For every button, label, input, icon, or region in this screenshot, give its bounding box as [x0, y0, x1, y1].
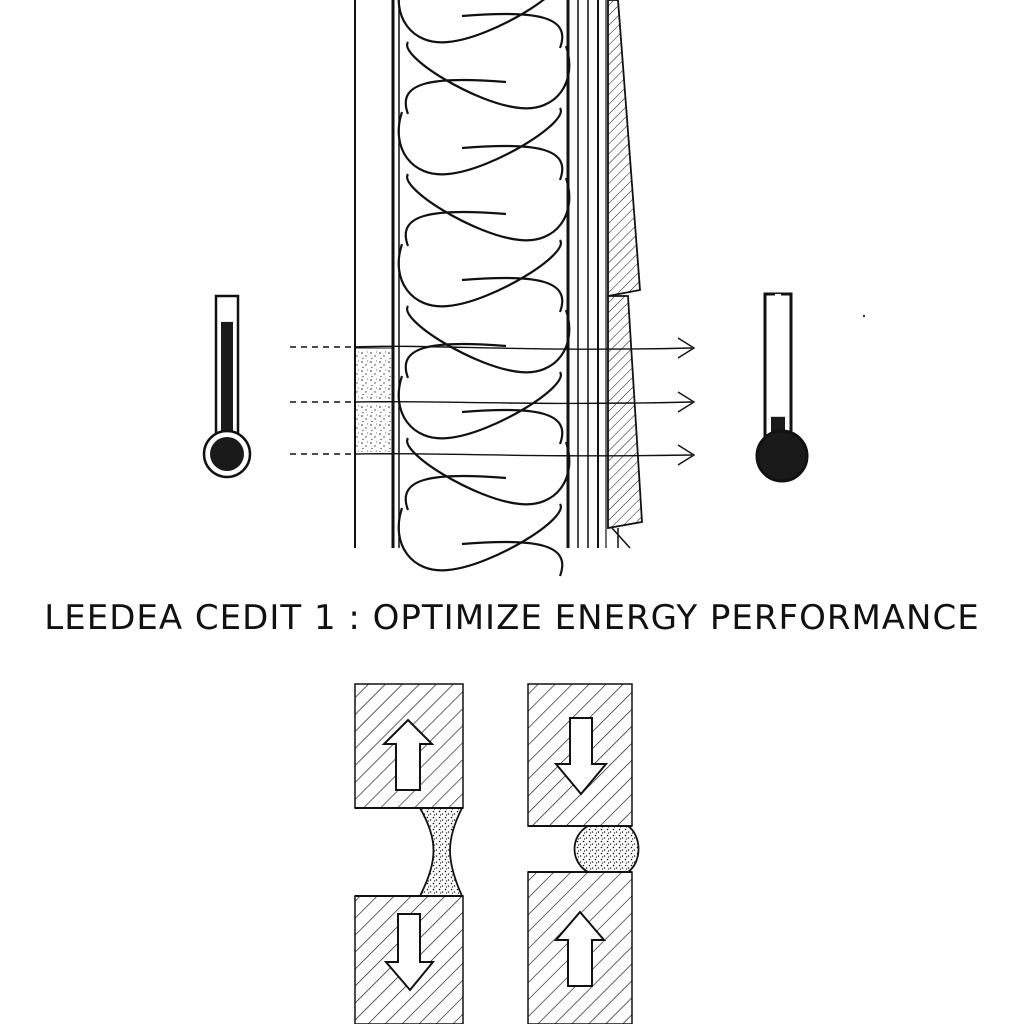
arrow-right-icon — [290, 337, 696, 359]
gypsum-stipple-band-2 — [356, 404, 392, 452]
speck — [862, 314, 866, 318]
gypsum-stipple-band-1 — [356, 350, 392, 400]
sealant-stretched — [418, 807, 464, 897]
arrow-right-icon — [290, 444, 696, 466]
block-arrow-up-icon — [553, 910, 607, 987]
joint-detail-compression — [527, 683, 640, 1025]
thermometer-right-icon — [755, 292, 809, 483]
siding-base — [611, 527, 631, 549]
block-arrow-down-icon — [553, 717, 609, 796]
arrow-right-icon — [290, 391, 696, 413]
wall-section — [354, 0, 643, 577]
joint-detail-extension — [354, 683, 464, 1025]
insulation-batt — [397, 0, 571, 577]
diagram-caption: LEEDEA CEDIT 1 : OPTIMIZE ENERGY PERFORM… — [44, 598, 980, 638]
siding-board-upper — [607, 0, 641, 298]
thermometer-left-icon — [202, 294, 252, 479]
block-arrow-up-icon — [381, 718, 435, 791]
heat-flow-arrows — [290, 337, 696, 466]
siding-board-lower — [607, 295, 643, 530]
block-arrow-down-icon — [383, 913, 436, 992]
insulation-loop — [397, 0, 571, 577]
sealant-compressed — [573, 825, 640, 873]
